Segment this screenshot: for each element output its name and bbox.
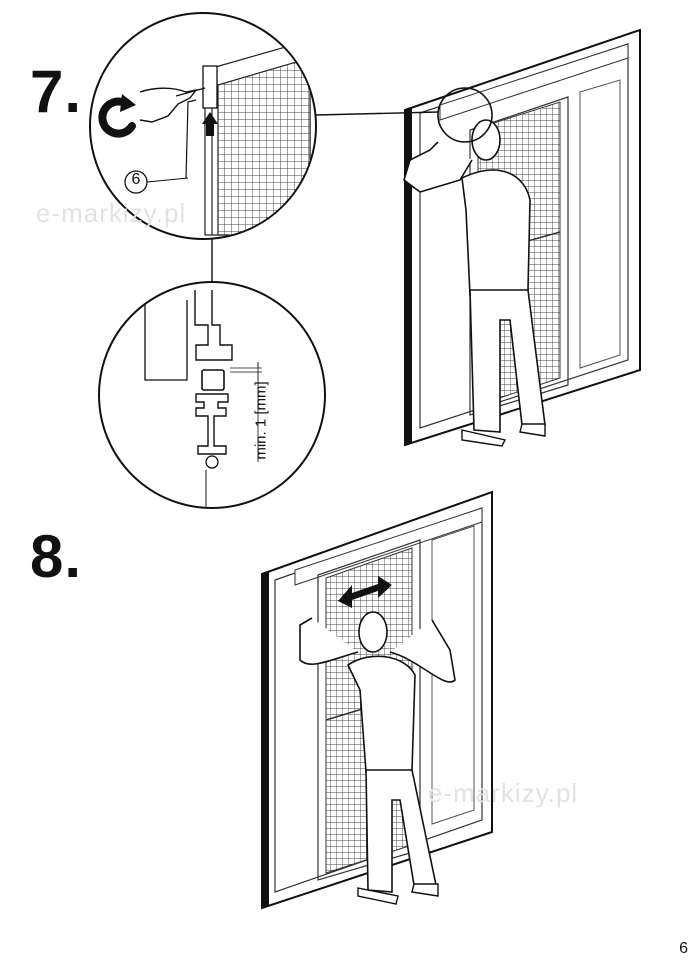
watermark-top: e-markizy.pl — [36, 198, 187, 228]
double-arrow-icon — [338, 576, 392, 608]
step7-detail-circle-top — [89, 12, 317, 240]
step7-detail-circle-profile — [98, 281, 326, 509]
step7-zoom-source-circle — [437, 87, 493, 143]
measurement-label: min. 1 [mm] — [252, 381, 270, 460]
callout-number: 6 — [131, 171, 141, 188]
step-7-number: 7. — [30, 58, 83, 125]
page-number: 6 — [679, 940, 688, 957]
step-8-number: 8. — [30, 523, 83, 590]
watermark-bottom: e-markizy.pl — [428, 778, 579, 808]
step7-person — [403, 119, 546, 447]
up-arrow-icon — [202, 112, 218, 136]
rotate-arrow-icon — [98, 94, 136, 138]
step8-person — [299, 611, 456, 905]
